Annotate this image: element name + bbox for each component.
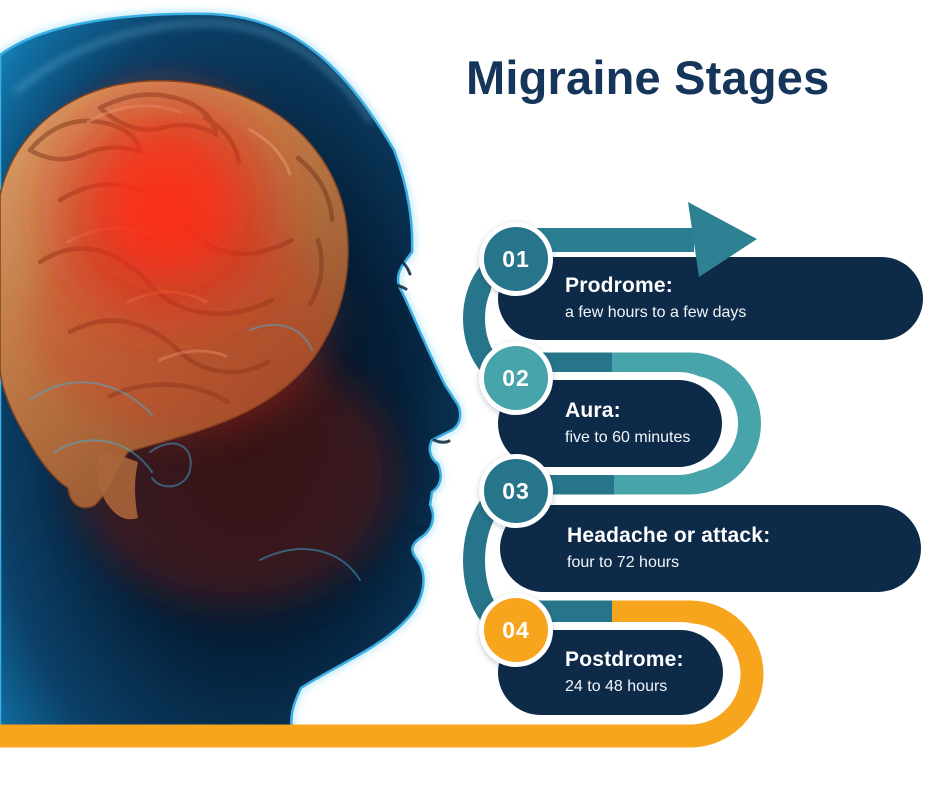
page-title: Migraine Stages: [466, 51, 830, 104]
stage-pill-prodrome: Prodrome: a few hours to a few days: [490, 249, 931, 348]
face-lines: [364, 256, 451, 530]
stage-label: Postdrome:: [565, 648, 684, 672]
brainstem: [97, 448, 138, 520]
stage-pill-headache: Headache or attack: four to 72 hours: [492, 497, 929, 600]
stage-label: Prodrome:: [565, 274, 673, 298]
stage-description: 24 to 48 hours: [565, 677, 668, 695]
stage2-u-turn: [612, 352, 761, 495]
stage4-u-turn-and-bottom-bar: [0, 600, 764, 748]
stage-number-badge-04: 04: [479, 593, 553, 667]
stage-number-badge-03: 03: [479, 454, 553, 528]
stage-description: five to 60 minutes: [565, 428, 691, 446]
pain-glow-core: [98, 128, 238, 268]
stage-number-badge-02: 02: [479, 341, 553, 415]
stage-number-badge-01: 01: [479, 222, 553, 296]
vessel-lines: [29, 323, 361, 581]
stage-description: four to 72 hours: [567, 553, 680, 571]
stage-description: a few hours to a few days: [565, 303, 747, 321]
head-brain-illustration: [0, 11, 463, 730]
stage-label: Headache or attack:: [567, 524, 771, 548]
stage-label: Aura:: [565, 399, 621, 423]
skull-highlight: [13, 21, 374, 123]
